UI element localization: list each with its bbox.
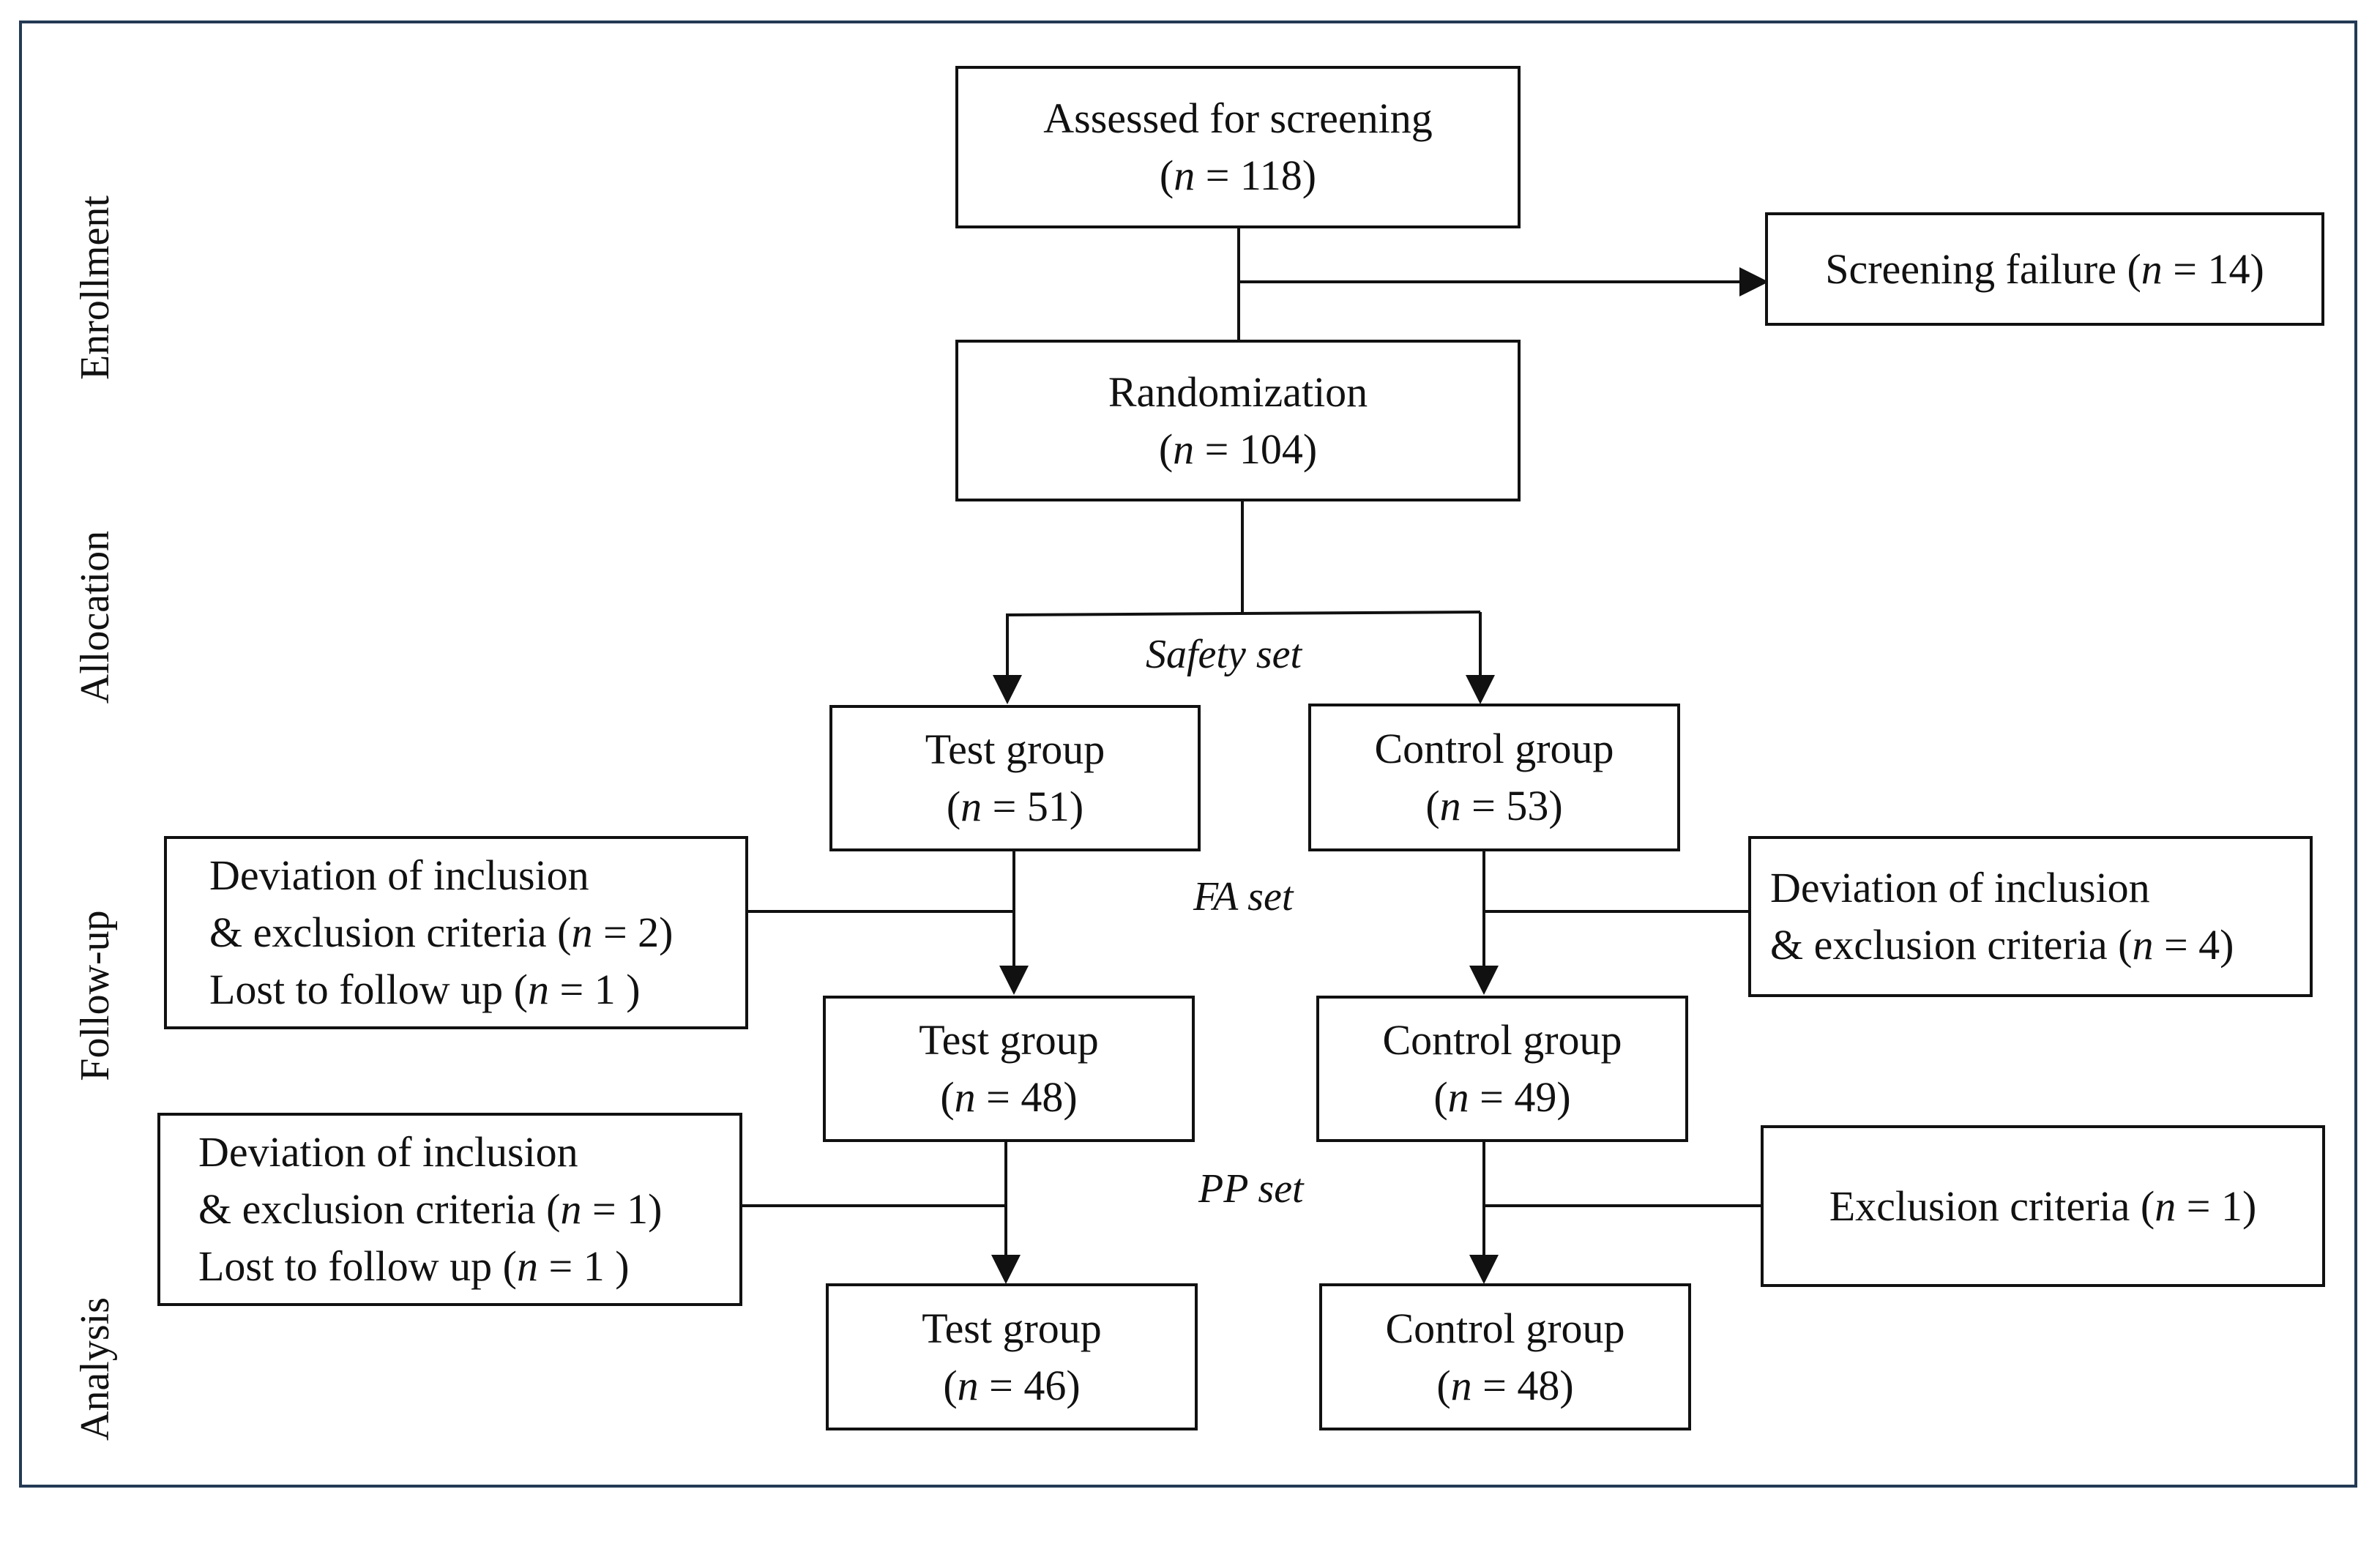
box-count: (n = 104) <box>1158 425 1318 473</box>
box-test-group-fa: Test group (n = 48) <box>823 996 1195 1142</box>
box-title: Control group <box>1385 1304 1625 1352</box>
set-label-safety: Safety set <box>1146 632 1302 677</box>
box-line: Lost to follow up (n = 1 ) <box>198 1242 630 1290</box>
box-count: (n = 53) <box>1425 782 1563 829</box>
box-control-group-pp: Control group (n = 48) <box>1319 1283 1691 1430</box>
box-assessed-for-screening: Assessed for screening (n = 118) <box>955 66 1521 228</box>
connector-split-horizontal <box>1007 611 1481 616</box>
box-control-group-safety: Control group (n = 53) <box>1308 704 1680 851</box>
box-test-group-pp: Test group (n = 46) <box>826 1283 1198 1430</box>
box-title: Control group <box>1382 1016 1622 1064</box>
box-title: Test group <box>922 1304 1102 1352</box>
box-control-exclusions-fa: Deviation of inclusion & exclusion crite… <box>1748 836 2313 997</box>
box-title: Test group <box>925 725 1105 773</box>
box-count: (n = 48) <box>1436 1361 1574 1409</box>
box-title: Screening failure (n = 14) <box>1825 245 2264 293</box>
box-count: (n = 49) <box>1433 1073 1571 1121</box>
box-title: Control group <box>1374 725 1614 772</box>
box-line: Deviation of inclusion <box>1770 864 2150 911</box>
box-line: & exclusion criteria (n = 4) <box>1770 921 2234 969</box>
box-test-exclusions-fa: Deviation of inclusion & exclusion crite… <box>164 836 748 1029</box>
box-line: Lost to follow up (n = 1 ) <box>209 966 641 1013</box>
box-control-exclusions-pp: Exclusion criteria (n = 1) <box>1761 1125 2325 1287</box>
box-control-group-fa: Control group (n = 49) <box>1316 996 1688 1142</box>
box-count: (n = 118) <box>1159 152 1317 199</box>
flow-connectors <box>742 228 1769 1284</box>
box-title: Test group <box>919 1016 1099 1064</box>
box-title: Randomization <box>1108 368 1368 416</box>
box-count: (n = 51) <box>946 783 1084 830</box>
box-title: Exclusion criteria (n = 1) <box>1829 1182 2257 1230</box>
box-test-group-safety: Test group (n = 51) <box>829 705 1201 851</box>
phase-label-enrollment: Enrollment <box>72 195 118 380</box>
box-count: (n = 48) <box>940 1073 1078 1121</box>
set-label-fa: FA set <box>1193 874 1294 919</box>
box-line: & exclusion criteria (n = 1) <box>198 1185 663 1233</box>
outer-frame <box>19 20 2357 1488</box>
box-randomization: Randomization (n = 104) <box>955 340 1521 501</box>
box-line: Deviation of inclusion <box>209 851 589 899</box>
phase-label-analysis: Analysis <box>72 1297 118 1441</box>
box-line: Deviation of inclusion <box>198 1128 578 1176</box>
box-line: & exclusion criteria (n = 2) <box>209 909 674 956</box>
box-count: (n = 46) <box>943 1361 1081 1409</box>
phase-label-follow-up: Follow-up <box>72 910 118 1081</box>
box-test-exclusions-pp: Deviation of inclusion & exclusion crite… <box>157 1113 742 1306</box>
set-label-pp: PP set <box>1198 1166 1304 1212</box>
box-screening-failure: Screening failure (n = 14) <box>1765 212 2324 326</box>
phase-label-allocation: Allocation <box>72 530 118 704</box>
box-title: Assessed for screening <box>1043 94 1433 142</box>
